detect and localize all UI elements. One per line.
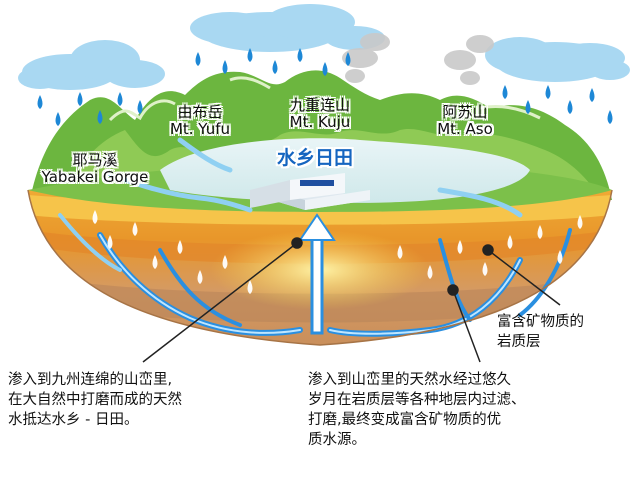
cloud-left <box>18 40 165 90</box>
label-yufu-cn: 由布岳 <box>177 103 223 121</box>
caption-right-line-2: 岁月在岩质层等各种地层内过滤、 <box>308 392 526 408</box>
label-mt-kuju: 九重连山 Mt. Kuju <box>265 96 375 132</box>
label-yabakei-cn: 耶马溪 <box>72 151 118 169</box>
bowl-outline <box>27 189 613 346</box>
upflow-arrow <box>298 213 336 335</box>
caption-right: 渗入到山峦里的天然水经过悠久 岁月在岩质层等各种地层内过滤、 打磨,最终变成富含… <box>308 370 638 450</box>
label-mt-aso: 阿苏山 Mt. Aso <box>420 103 510 139</box>
caption-right-line-4: 质水源。 <box>308 432 366 448</box>
label-kuju-en: Mt. Kuju <box>289 113 351 132</box>
seepage-drops <box>92 210 583 294</box>
surface-rivers <box>107 137 523 218</box>
label-yabakei-en: Yabakei Gorge <box>41 168 149 187</box>
lake <box>160 138 530 203</box>
caption-left-line-3: 水抵达水乡 - 日田。 <box>8 412 139 428</box>
raindrops <box>37 48 613 126</box>
caption-right-line-1: 渗入到山峦里的天然水经过悠久 <box>308 372 511 388</box>
label-yufu-en: Mt. Yufu <box>169 120 231 139</box>
cloud-center <box>190 4 385 52</box>
rock-layer-line-1: 富含矿物质的 <box>497 314 584 330</box>
callout-lines <box>142 237 561 363</box>
label-aso-cn: 阿苏山 <box>442 103 488 121</box>
rock-layer-line-2: 岩质层 <box>497 334 541 350</box>
caption-right-line-3: 打磨,最终变成富含矿物质的优 <box>308 412 502 428</box>
label-kuju-cn: 九重连山 <box>289 96 350 114</box>
label-aso-en: Mt. Aso <box>437 120 493 139</box>
cloud-right <box>485 37 630 82</box>
factory-building <box>250 173 370 210</box>
steam-plume <box>342 33 494 85</box>
caption-left-line-1: 渗入到九州连绵的山峦里, <box>8 372 173 388</box>
label-rock-layer: 富含矿物质的 岩质层 <box>497 312 637 352</box>
label-mt-yufu: 由布岳 Mt. Yufu <box>155 103 245 139</box>
label-hita-town: 水乡日田 <box>276 147 353 169</box>
label-yabakei-gorge: 耶马溪 Yabakei Gorge <box>35 151 155 187</box>
caption-left: 渗入到九州连绵的山峦里, 在大自然中打磨而成的天然 水抵达水乡 - 日田。 <box>8 370 298 430</box>
caption-left-line-2: 在大自然中打磨而成的天然 <box>8 392 182 408</box>
